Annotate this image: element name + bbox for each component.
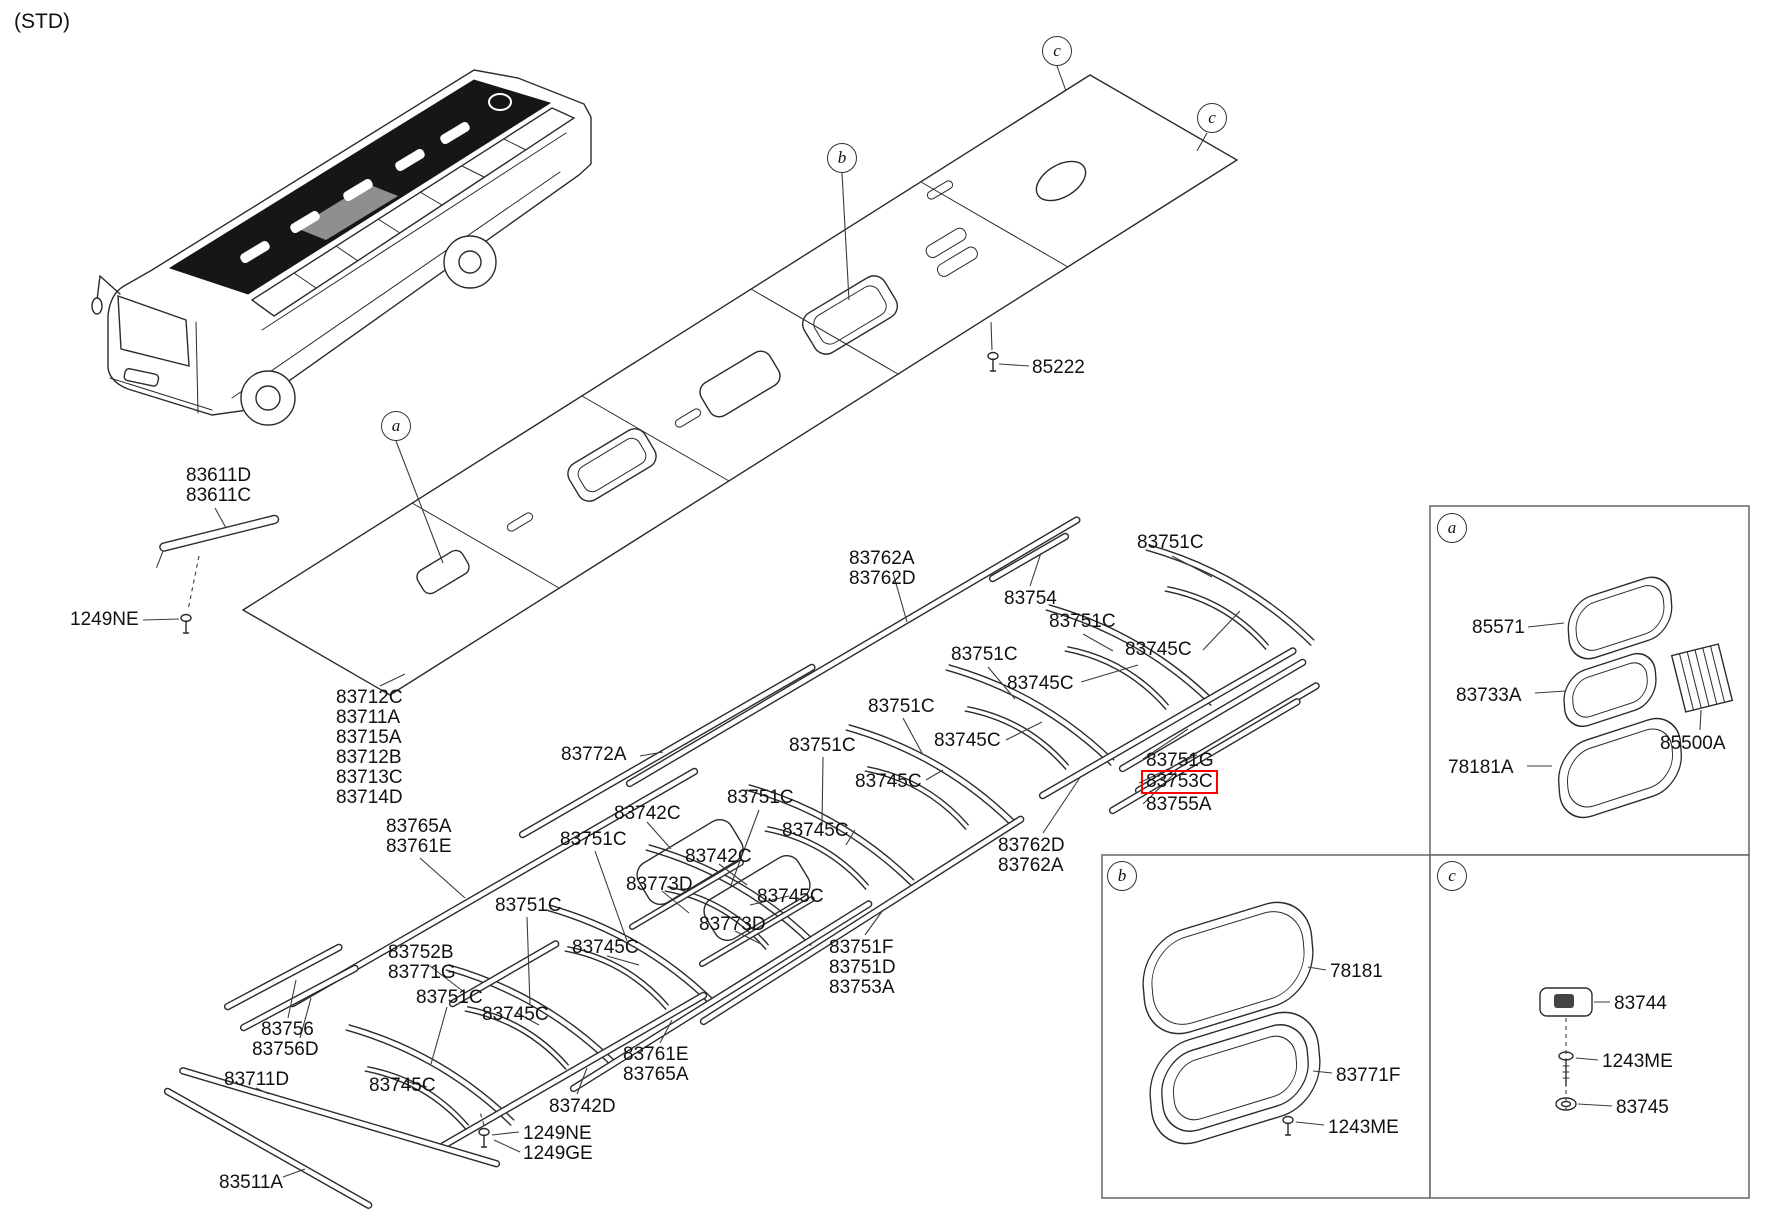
part-label[interactable]: 83712C	[336, 687, 403, 708]
part-label[interactable]: 83712B	[336, 747, 402, 768]
leader-lines-lower	[255, 555, 1241, 1178]
part-label[interactable]: 83611D	[186, 465, 252, 486]
section-callout[interactable]: a	[1437, 513, 1467, 543]
detail-box-a	[1429, 505, 1750, 856]
roof-rails	[163, 516, 1320, 1209]
part-label[interactable]: 83772A	[561, 744, 627, 765]
part-label[interactable]: 83713C	[336, 767, 403, 788]
part-label[interactable]: 83752B	[388, 942, 454, 963]
part-label[interactable]: 83753A	[829, 977, 895, 998]
part-label[interactable]: 83714D	[336, 787, 403, 808]
part-label[interactable]: 83771F	[1336, 1065, 1401, 1086]
part-label[interactable]: 83762D	[998, 835, 1065, 856]
section-callout[interactable]: c	[1042, 36, 1072, 66]
part-label[interactable]: 83511A	[219, 1172, 284, 1193]
part-label[interactable]: 83751F	[829, 937, 894, 958]
part-label[interactable]: 83771G	[388, 962, 456, 983]
part-label[interactable]: 83765A	[386, 816, 452, 837]
screw-85222	[987, 351, 999, 372]
detail-box-b	[1101, 854, 1431, 1199]
part-label[interactable]: 83761E	[386, 836, 452, 857]
roof-bows	[345, 544, 1315, 1130]
part-label[interactable]: 83762A	[998, 855, 1064, 876]
part-label[interactable]: 85571	[1472, 617, 1525, 638]
part-label[interactable]: 83745C	[369, 1075, 436, 1096]
section-callout[interactable]: c	[1437, 861, 1467, 891]
part-label[interactable]: 83765A	[623, 1064, 689, 1085]
part-label[interactable]: 83715A	[336, 727, 402, 748]
part-label[interactable]: 83751C	[868, 696, 935, 717]
part-label[interactable]: 83745C	[572, 937, 639, 958]
part-label[interactable]: 83751C	[789, 735, 856, 756]
std-designation: (STD)	[14, 10, 70, 33]
screw-1249ne-left	[180, 613, 192, 634]
part-label[interactable]: 83745C	[757, 886, 824, 907]
part-label[interactable]: 83745C	[855, 771, 922, 792]
part-label[interactable]: 83751C	[951, 644, 1018, 665]
part-label[interactable]: 78181	[1330, 961, 1383, 982]
clamp-83744	[1539, 987, 1593, 1017]
part-label[interactable]: 83745C	[1125, 639, 1192, 660]
rail-assembly	[163, 516, 1320, 1209]
roof-panel-assembly	[241, 74, 1239, 696]
part-label[interactable]: 1243ME	[1328, 1117, 1399, 1138]
leader-lines-dashed	[187, 555, 1567, 1126]
part-label[interactable]: 83745C	[934, 730, 1001, 751]
detail-box-c	[1429, 854, 1750, 1199]
part-label[interactable]: 83745	[1616, 1097, 1669, 1118]
part-label[interactable]: 83711D	[224, 1069, 290, 1090]
part-label[interactable]: 83751G	[1146, 750, 1214, 771]
part-label[interactable]: 85500A	[1660, 733, 1726, 754]
part-label[interactable]: 83751C	[416, 987, 483, 1008]
part-label[interactable]: 83756D	[252, 1039, 319, 1060]
screw-1249ne-bottom	[478, 1127, 490, 1148]
part-label[interactable]: 83751C	[1049, 611, 1116, 632]
part-label[interactable]: 83761E	[623, 1044, 689, 1065]
section-callout[interactable]: a	[381, 411, 411, 441]
section-callout[interactable]: b	[827, 143, 857, 173]
section-callout[interactable]: b	[1107, 861, 1137, 891]
part-label[interactable]: 83751D	[829, 957, 896, 978]
part-label[interactable]: 83742D	[549, 1096, 616, 1117]
part-label[interactable]: 83611C	[186, 485, 252, 506]
part-label[interactable]: 83745C	[482, 1004, 549, 1025]
detail-box-c-parts	[1539, 987, 1593, 1111]
garnish-strip-83611	[156, 514, 280, 568]
part-label[interactable]: 83711A	[336, 707, 401, 728]
part-label[interactable]: 1249GE	[523, 1143, 593, 1164]
part-label[interactable]: 85222	[1032, 357, 1085, 378]
part-label[interactable]: 83762A	[849, 548, 915, 569]
part-label[interactable]: 83762D	[849, 568, 916, 589]
leader-lines-boxes	[1295, 622, 1702, 1126]
part-label[interactable]: 83751C	[560, 829, 627, 850]
part-label[interactable]: 83755A	[1146, 794, 1212, 815]
detail-box-a-parts	[1558, 576, 1734, 819]
part-label[interactable]: 1249NE	[523, 1123, 592, 1144]
part-label[interactable]: 83745C	[782, 820, 849, 841]
part-label[interactable]: 83754	[1004, 588, 1057, 609]
section-callout[interactable]: c	[1197, 103, 1227, 133]
part-label[interactable]: 83742C	[614, 803, 681, 824]
part-label[interactable]: 83773D	[699, 914, 766, 935]
part-label[interactable]: 83733A	[1456, 685, 1522, 706]
leader-lines-upper	[142, 65, 1208, 687]
part-label[interactable]: 83751C	[727, 787, 794, 808]
part-label[interactable]: 83756	[261, 1019, 314, 1040]
part-label[interactable]: 83773D	[626, 874, 693, 895]
detail-box-b-parts	[1142, 901, 1321, 1145]
part-label[interactable]: 1249NE	[70, 609, 139, 630]
part-label[interactable]: 83751C	[495, 895, 562, 916]
part-label[interactable]: 83751C	[1137, 532, 1204, 553]
part-label[interactable]: 78181A	[1448, 757, 1514, 778]
part-label[interactable]: 83745C	[1007, 673, 1074, 694]
part-label[interactable]: 83753C	[1141, 770, 1218, 794]
part-label[interactable]: 83742C	[685, 846, 752, 867]
part-label[interactable]: 1243ME	[1602, 1051, 1673, 1072]
screw-1243me-b	[1282, 1115, 1294, 1136]
part-label[interactable]: 83744	[1614, 993, 1667, 1014]
bus-illustration	[91, 69, 592, 426]
